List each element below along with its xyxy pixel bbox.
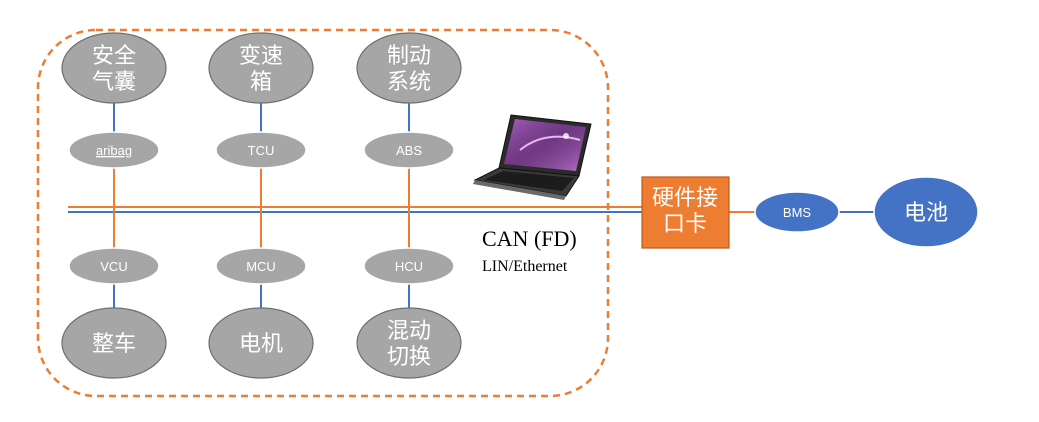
bus-label: CAN (FD) bbox=[482, 226, 577, 251]
node-vehicle-label: 整车 bbox=[92, 332, 136, 357]
connection-links bbox=[113, 68, 410, 343]
ecu-vcu bbox=[68, 247, 160, 285]
ecu-tcu-label: TCU bbox=[248, 143, 275, 158]
battery-node bbox=[873, 176, 979, 248]
node-hybrid bbox=[356, 307, 462, 379]
ecu-aribag-label: aribag bbox=[96, 143, 132, 158]
node-hybrid-label: 混动 bbox=[387, 319, 431, 344]
bms-label: BMS bbox=[783, 205, 812, 220]
bms-node bbox=[754, 191, 840, 233]
node-airbag-label: 气囊 bbox=[92, 70, 136, 95]
node-brake bbox=[356, 32, 462, 104]
laptop-icon bbox=[473, 114, 592, 200]
node-brake-label: 制动 bbox=[387, 44, 431, 69]
node-motor-label: 电机 bbox=[239, 332, 283, 357]
interface-card-line-2: 口卡 bbox=[663, 212, 707, 237]
node-vehicle bbox=[61, 307, 167, 379]
battery-label: 电池 bbox=[904, 201, 948, 226]
ecu-mcu bbox=[215, 247, 307, 285]
node-gearbox-label: 变速 bbox=[239, 44, 283, 69]
node-hybrid-label: 切换 bbox=[387, 345, 431, 370]
ecu-vcu-label: VCU bbox=[100, 259, 127, 274]
ecu-aribag bbox=[68, 131, 160, 169]
interface-card-box bbox=[641, 176, 730, 249]
ecu-hcu-label: HCU bbox=[395, 259, 423, 274]
ecu-tcu bbox=[215, 131, 307, 169]
ecu-mcu-label: MCU bbox=[246, 259, 276, 274]
ecu-abs bbox=[363, 131, 455, 169]
ecu-abs-label: ABS bbox=[396, 143, 422, 158]
node-gearbox bbox=[208, 32, 314, 104]
node-airbag-label: 安全 bbox=[92, 44, 136, 69]
node-brake-label: 系统 bbox=[387, 70, 431, 95]
node-gearbox-label: 箱 bbox=[250, 70, 272, 95]
node-airbag bbox=[61, 32, 167, 104]
ecu-hcu bbox=[363, 247, 455, 285]
node-motor bbox=[208, 307, 314, 379]
bus-sublabel: LIN/Ethernet bbox=[482, 258, 568, 275]
interface-card-line-1: 硬件接 bbox=[652, 186, 718, 211]
